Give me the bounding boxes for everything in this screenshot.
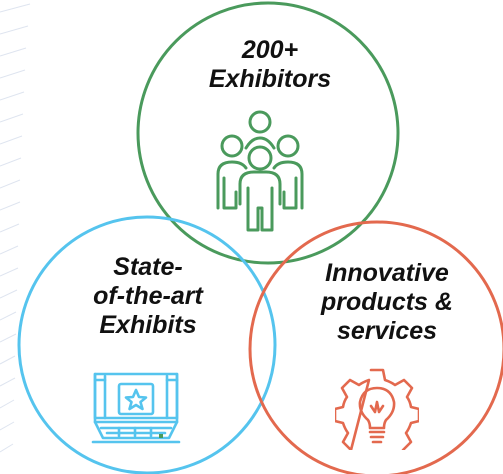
- circle-exhibits: [17, 215, 277, 474]
- label-line: services: [336, 317, 438, 345]
- label-innovative: Innovative products & services: [302, 259, 472, 346]
- label-line: Innovative: [325, 259, 449, 287]
- label-line: 200+: [241, 36, 299, 64]
- background-stripes: [0, 3, 31, 453]
- label-line: products &: [321, 288, 453, 316]
- label-line: Exhibitors: [208, 65, 332, 93]
- circle-exhibitors: [136, 1, 400, 265]
- label-exhibits: State- of-the-art Exhibits: [68, 253, 228, 340]
- exhibition-stand-icon: [91, 372, 181, 444]
- label-exhibitors: 200+ Exhibitors: [190, 36, 350, 94]
- circle-innovative: [248, 220, 503, 474]
- people-group-icon: [216, 110, 304, 232]
- label-line: of-the-art: [93, 282, 203, 310]
- gear-lightbulb-icon: [335, 368, 419, 450]
- label-line: Exhibits: [99, 311, 197, 339]
- label-line: State-: [113, 253, 183, 281]
